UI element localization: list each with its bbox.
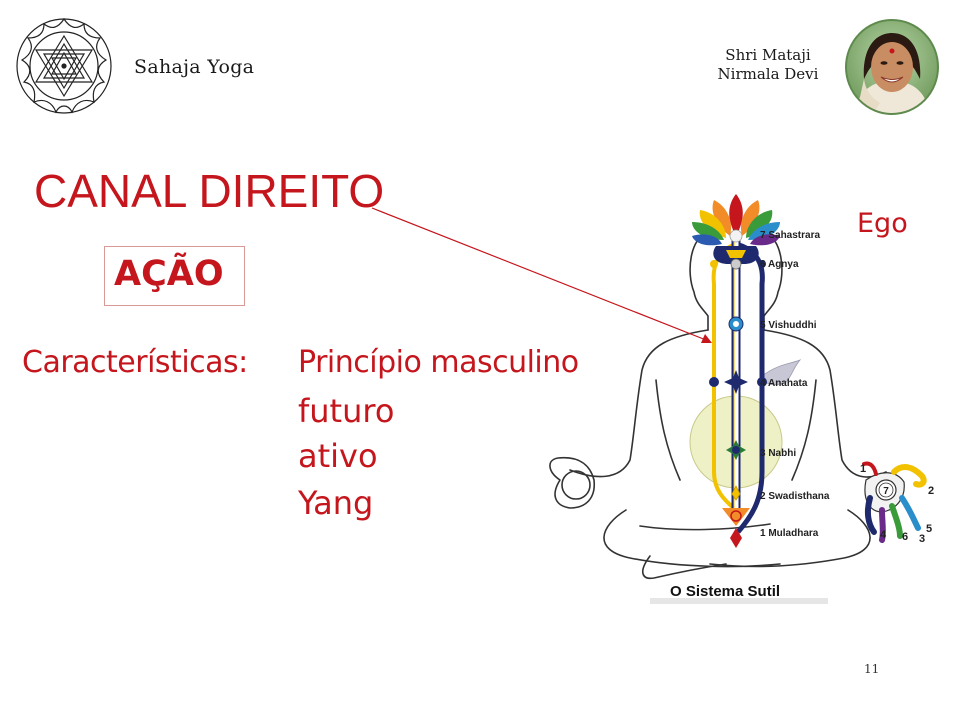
chakra-label: 2 Swadisthana (760, 491, 830, 502)
trait-item: Princípio masculino (298, 345, 579, 380)
finger-number: 7 (883, 486, 889, 497)
guru-portrait (845, 19, 939, 115)
dove-icon (761, 359, 802, 386)
page-number: 11 (864, 662, 880, 676)
finger-number: 2 (928, 485, 934, 497)
sri-yantra-logo (16, 17, 112, 114)
chakra-nodes (709, 258, 767, 548)
finger-number: 1 (860, 463, 866, 475)
chakra-label: 6 Agnya (760, 259, 799, 270)
chakra-label: 3 Nabhi (760, 448, 796, 459)
traits-label: Características: (22, 345, 248, 380)
diagram-caption: O Sistema Sutil (670, 583, 780, 600)
slide-subtitle: AÇÃO (114, 254, 224, 294)
chakra-label: 5 Vishuddhi (760, 320, 817, 331)
subtle-system-diagram: 7 Sahastrara 6 Agnya 5 Vishuddhi 4 Anaha… (549, 194, 934, 604)
subtitle-box (104, 246, 245, 306)
finger-number: 4 (880, 529, 887, 541)
brand-name: Sahaja Yoga (134, 56, 255, 78)
slide-title: CANAL DIREITO (34, 165, 385, 217)
chakra-label: 4 Anahata (760, 378, 808, 389)
finger-number: 3 (919, 533, 925, 545)
trait-item: ativo (298, 437, 378, 475)
trait-item: futuro (298, 392, 395, 430)
chakra-label: 7 Sahastrara (760, 230, 820, 241)
guru-name-line1: Shri Mataji (725, 46, 811, 64)
guru-name: Shri Mataji Nirmala Devi (706, 46, 830, 84)
caption-underline (650, 598, 828, 604)
finger-number: 5 (926, 523, 932, 535)
guru-name-line2: Nirmala Devi (717, 65, 819, 83)
finger-number: 6 (902, 531, 908, 543)
chakra-label: 1 Muladhara (760, 528, 819, 539)
ego-label: Ego (857, 208, 908, 239)
sahastrara-lotus (692, 194, 780, 264)
trait-item: Yang (298, 484, 374, 522)
right-hand: 7 (862, 461, 927, 543)
